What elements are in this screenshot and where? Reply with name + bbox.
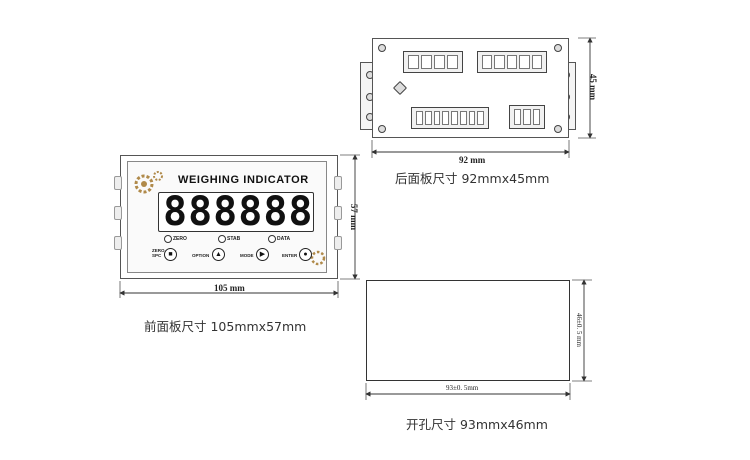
stop-icon: ■ — [168, 251, 173, 258]
up-arrow-icon: ▲ — [215, 251, 222, 258]
zero-led — [164, 235, 172, 243]
cutout-height-dimension: 46±0. 5 mm — [574, 313, 583, 347]
front-height-dimension: 57 mm — [349, 203, 360, 231]
side-clip — [114, 176, 122, 190]
data-led — [268, 235, 276, 243]
enter-key[interactable]: ● — [299, 248, 312, 261]
front-width-dimension: 105 mm — [214, 283, 245, 293]
side-clip — [334, 236, 342, 250]
rear-panel-drawing — [372, 38, 569, 138]
zero-led-label: ZERO — [173, 236, 187, 242]
terminal-block-3 — [411, 107, 489, 129]
stab-led — [218, 235, 226, 243]
front-face: WEIGHING INDICATOR 888888 ZERO STAB DATA… — [127, 161, 327, 273]
gear-logo-icon — [134, 171, 163, 194]
zero-key-label: ZERO SPC — [152, 248, 165, 258]
seven-segment-display: 888888 — [158, 189, 314, 235]
mode-key-label: MODE — [240, 253, 254, 258]
rear-height-dimension: 45 mm — [588, 73, 599, 101]
mode-key[interactable]: ▶ — [256, 248, 269, 261]
side-clip — [334, 206, 342, 220]
right-arrow-icon: ▶ — [259, 251, 266, 258]
rear-panel-caption: 后面板尺寸 92mmx45mm — [395, 171, 550, 186]
screw-icon — [554, 125, 562, 133]
ground-screw-icon — [392, 80, 408, 96]
data-led-label: DATA — [277, 236, 291, 242]
gear-deco-icon — [310, 250, 326, 266]
front-panel-caption: 前面板尺寸 105mmx57mm — [144, 319, 307, 334]
display-digits: 888888 — [163, 189, 314, 235]
side-clip — [114, 206, 122, 220]
rear-width-dimension: 92 mm — [459, 155, 486, 165]
screw-icon — [554, 44, 562, 52]
cutout-caption: 开孔尺寸 93mmx46mm — [406, 417, 548, 432]
terminal-block-4 — [509, 105, 545, 129]
device-title: WEIGHING INDICATOR — [178, 174, 309, 186]
stab-led-label: STAB — [227, 236, 241, 242]
enter-dot-icon: ● — [303, 251, 308, 258]
zero-key[interactable]: ■ — [164, 248, 177, 261]
option-key-label: OPTION — [192, 253, 210, 258]
enter-key-label: ENTER — [282, 253, 298, 258]
side-clip — [334, 176, 342, 190]
option-key[interactable]: ▲ — [212, 248, 225, 261]
side-clip — [114, 236, 122, 250]
front-panel-drawing: WEIGHING INDICATOR 888888 ZERO STAB DATA… — [114, 155, 342, 279]
cutout-width-dimension: 93±0. 5mm — [446, 384, 479, 392]
screw-icon — [378, 125, 386, 133]
screw-icon — [378, 44, 386, 52]
panel-cutout-drawing — [366, 280, 570, 381]
terminal-block-2 — [477, 51, 547, 73]
terminal-block-1 — [403, 51, 463, 73]
